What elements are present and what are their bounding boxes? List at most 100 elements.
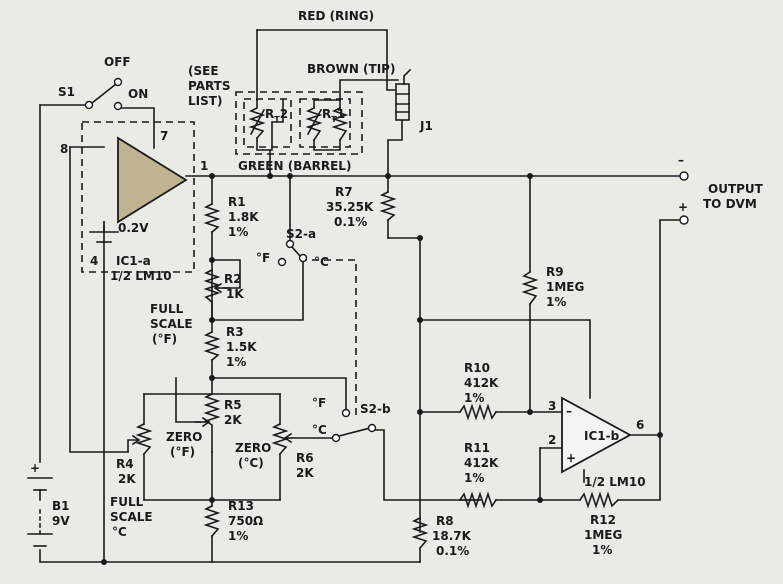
label-ic1a-part: 1/2 LM10 — [110, 269, 172, 283]
potentiometer-r6 — [271, 422, 293, 456]
label-r1-name: R1 — [228, 195, 246, 209]
label-pin7: 7 — [160, 129, 168, 143]
resistor-r11 — [458, 491, 498, 509]
label-b1-plus: + — [30, 461, 40, 475]
label-r1-val: 1.8K — [228, 210, 259, 224]
label-r6-name: R6 — [296, 451, 314, 465]
label-ic1b-minus: – — [566, 404, 572, 418]
label-ic1a-ref: 0.2V — [118, 221, 149, 235]
label-r10-tol: 1% — [464, 391, 484, 405]
label-s2a-f: °F — [256, 251, 270, 265]
label-out-plus: + — [678, 200, 688, 214]
label-r8-tol: 0.1% — [436, 544, 469, 558]
label-rt1: RT1 — [322, 107, 345, 124]
switch-s2b — [331, 408, 377, 443]
label-r5-val: 2K — [224, 413, 242, 427]
label-r2-val: 1K — [226, 287, 244, 301]
label-r4-val: 2K — [118, 472, 136, 486]
label-r13-val: 750Ω — [228, 514, 263, 528]
label-r9-tol: 1% — [546, 295, 566, 309]
label-r7-name: R7 — [335, 185, 353, 199]
resistor-r13 — [203, 504, 221, 538]
label-s2b-c: °C — [312, 423, 327, 437]
label-zero-c-1: ZERO — [235, 441, 271, 455]
resistor-r12 — [578, 491, 620, 509]
thermistor-rt1 — [305, 106, 349, 142]
label-full-scale-f-3: (°F) — [152, 332, 177, 346]
label-r9-name: R9 — [546, 265, 564, 279]
ic1b-opamp-symbol — [561, 396, 632, 474]
battery-b1 — [27, 477, 53, 547]
label-r8-name: R8 — [436, 514, 454, 528]
resistor-r10 — [458, 403, 498, 421]
label-pin8: 8 — [60, 142, 68, 156]
label-ic1b-part: 1/2 LM10 — [584, 475, 646, 489]
output-plus-terminal — [679, 215, 689, 225]
label-r10-val: 412K — [464, 376, 499, 390]
label-zero-f-1: ZERO — [166, 430, 202, 444]
label-zero-f-2: (°F) — [170, 445, 195, 459]
potentiometer-r5 — [195, 392, 221, 453]
resistor-r9 — [521, 270, 539, 306]
label-r11-tol: 1% — [464, 471, 484, 485]
resistor-r7 — [379, 190, 421, 239]
label-b1-val: 9V — [52, 514, 70, 528]
label-see-parts-2: PARTS — [188, 79, 231, 93]
label-s2b-f: °F — [312, 396, 326, 410]
label-brown-tip: BROWN (TIP) — [307, 62, 395, 76]
label-off: OFF — [104, 55, 131, 69]
label-r3-val: 1.5K — [226, 340, 257, 354]
label-r12-tol: 1% — [592, 543, 612, 557]
label-output-2: TO DVM — [703, 197, 757, 211]
label-s2a: S2-a — [286, 227, 316, 241]
thermistor-rt2 — [248, 99, 266, 140]
label-zero-c-2: (°C) — [238, 456, 264, 470]
label-r4-name: R4 — [116, 457, 134, 471]
label-pin4: 4 — [90, 254, 98, 268]
ic1a-reference-battery — [89, 221, 119, 243]
label-r7-val: 35.25K — [326, 200, 374, 214]
label-pin1: 1 — [200, 159, 208, 173]
label-pin6: 6 — [636, 418, 644, 432]
label-r7-tol: 0.1% — [334, 215, 367, 229]
label-full-scale-f-2: SCALE — [150, 317, 193, 331]
label-full-scale-c-1: FULL — [110, 495, 144, 509]
label-r12-name: R12 — [590, 513, 616, 527]
label-full-scale-c-3: °C — [112, 525, 127, 539]
label-ic1a-name: IC1-a — [116, 254, 151, 268]
junction-dots — [101, 173, 663, 565]
jack-j1 — [395, 68, 412, 121]
label-green-barrel: GREEN (BARREL) — [238, 159, 351, 173]
ic1a-dashed-box — [81, 121, 195, 273]
label-r13-tol: 1% — [228, 529, 248, 543]
label-r1-tol: 1% — [228, 225, 248, 239]
label-see-parts-1: (SEE — [188, 64, 219, 78]
thermistor-dashed-box — [235, 91, 363, 155]
label-see-parts-3: LIST) — [188, 94, 222, 108]
label-s1: S1 — [58, 85, 75, 99]
label-full-scale-c-2: SCALE — [110, 510, 153, 524]
label-r3-name: R3 — [226, 325, 244, 339]
label-r3-tol: 1% — [226, 355, 246, 369]
label-pin3: 3 — [548, 399, 556, 413]
label-r2-name: R2 — [224, 272, 242, 286]
switch-s2a — [277, 239, 308, 267]
label-ic1b-plus: + — [566, 451, 576, 465]
label-r10-name: R10 — [464, 361, 490, 375]
label-s2b: S2-b — [360, 402, 391, 416]
potentiometer-r4 — [127, 422, 153, 456]
label-out-minus: – — [678, 153, 684, 167]
label-r11-name: R11 — [464, 441, 490, 455]
potentiometer-r2 — [203, 268, 231, 321]
label-red-ring: RED (RING) — [298, 9, 374, 23]
output-minus-terminal — [679, 171, 689, 181]
label-rt2: RT2 — [265, 107, 288, 124]
switch-s1 — [84, 77, 123, 111]
label-r12-val: 1MEG — [584, 528, 622, 542]
label-r11-val: 412K — [464, 456, 499, 470]
label-pin2: 2 — [548, 433, 556, 447]
resistor-r8 — [411, 516, 429, 550]
label-b1-name: B1 — [52, 499, 70, 513]
resistor-r3 — [203, 330, 221, 362]
